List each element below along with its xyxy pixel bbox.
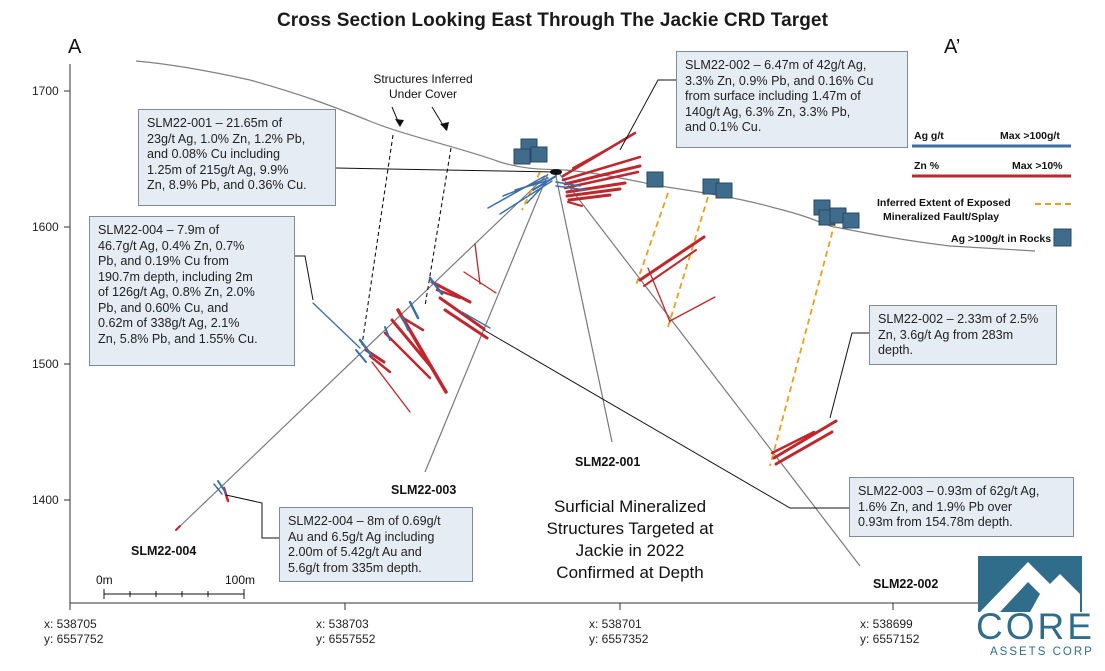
legend-zn-max: Max >10% <box>1012 160 1063 172</box>
coordinate-x-2: x: 538703 <box>316 617 369 631</box>
coordinate-x-4: x: 538699 <box>860 617 913 631</box>
surficial-structures-note: Surficial Mineralized Structures Targete… <box>546 497 714 582</box>
coordinate-y-3: y: 6557352 <box>589 632 649 646</box>
callout-slm22-001: SLM22-001 – 21.65m of 23g/t Ag, 1.0% Zn,… <box>138 109 336 206</box>
callout-slm22-004-upper: SLM22-004 – 7.9m of 46.7g/t Ag, 0.4% Zn,… <box>89 216 295 366</box>
core-logo-word: CORE <box>976 606 1095 647</box>
legend-zn-label: Zn % <box>914 160 940 172</box>
coordinate-y-4: y: 6557152 <box>860 632 920 646</box>
callout-slm22-004-lower: SLM22-004 – 8m of 0.69g/t Au and 6.5g/t … <box>279 507 473 582</box>
legend-graphics <box>912 144 1072 247</box>
arrow-head-right <box>440 122 449 131</box>
elevation-label-1600: 1600 <box>32 220 59 234</box>
figure-title: Cross Section Looking East Through The J… <box>276 10 829 31</box>
callout-leaders <box>225 79 869 539</box>
callout-slm22-002-top: SLM22-002 – 6.47m of 42g/t Ag, 3.3% Zn, … <box>676 51 908 148</box>
scale-start-label: 0m <box>96 573 113 587</box>
hole-label-slm22-003: SLM22-003 <box>391 483 457 497</box>
core-logo-mark <box>978 556 1082 612</box>
hole-label-slm22-002: SLM22-002 <box>873 577 939 591</box>
hole-label-slm22-004: SLM22-004 <box>131 544 197 558</box>
inferred-structure-lines <box>361 134 452 346</box>
legend-fault-label-2: Mineralized Fault/Splay <box>883 211 1000 223</box>
core-logo-sub: ASSETS CORP <box>990 646 1094 658</box>
elevation-label-1500: 1500 <box>32 357 59 371</box>
ag-rock-samples <box>513 138 860 229</box>
elevation-axis <box>64 64 71 603</box>
elevation-label-1400: 1400 <box>32 493 59 507</box>
ag-intercepts <box>213 175 587 495</box>
scale-end-label: 100m <box>225 573 256 587</box>
scale-bar <box>103 589 245 599</box>
legend-rocks-label: Ag >100g/t in Rocks <box>951 233 1052 245</box>
coordinate-x-3: x: 538701 <box>589 617 642 631</box>
drill-hole-traces <box>175 171 861 567</box>
coordinate-y-2: y: 6557552 <box>316 632 376 646</box>
fault-splay-lines <box>521 171 836 467</box>
legend-ag-max: Max >100g/t <box>1000 130 1060 142</box>
structures-inferred-note: Structures Inferred Under Cover <box>373 72 473 101</box>
hole-label-slm22-001: SLM22-001 <box>575 455 641 469</box>
callout-slm22-003: SLM22-003 – 0.93m of 62g/t Ag, 1.6% Zn, … <box>849 477 1074 537</box>
section-mark-a-prime: A’ <box>944 36 961 58</box>
hole-trace-slm22-004 <box>175 173 549 531</box>
legend-ag-label: Ag g/t <box>914 130 944 142</box>
elevation-label-1700: 1700 <box>32 84 59 98</box>
hole-trace-slm22-001 <box>554 171 613 443</box>
coordinate-x-1: x: 538705 <box>44 617 97 631</box>
coordinate-axis <box>69 602 1000 610</box>
hole-trace-slm22-002 <box>557 171 861 567</box>
zn-intercepts <box>175 131 838 531</box>
coordinate-y-1: y: 6557752 <box>44 632 104 646</box>
legend-fault-label-1: Inferred Extent of Exposed <box>877 197 1011 209</box>
arrow-head-left <box>395 119 404 127</box>
hole-trace-slm22-003 <box>424 173 549 473</box>
section-mark-a: A <box>68 36 82 58</box>
callout-slm22-002-lower: SLM22-002 – 2.33m of 2.5% Zn, 3.6g/t Ag … <box>869 305 1057 365</box>
